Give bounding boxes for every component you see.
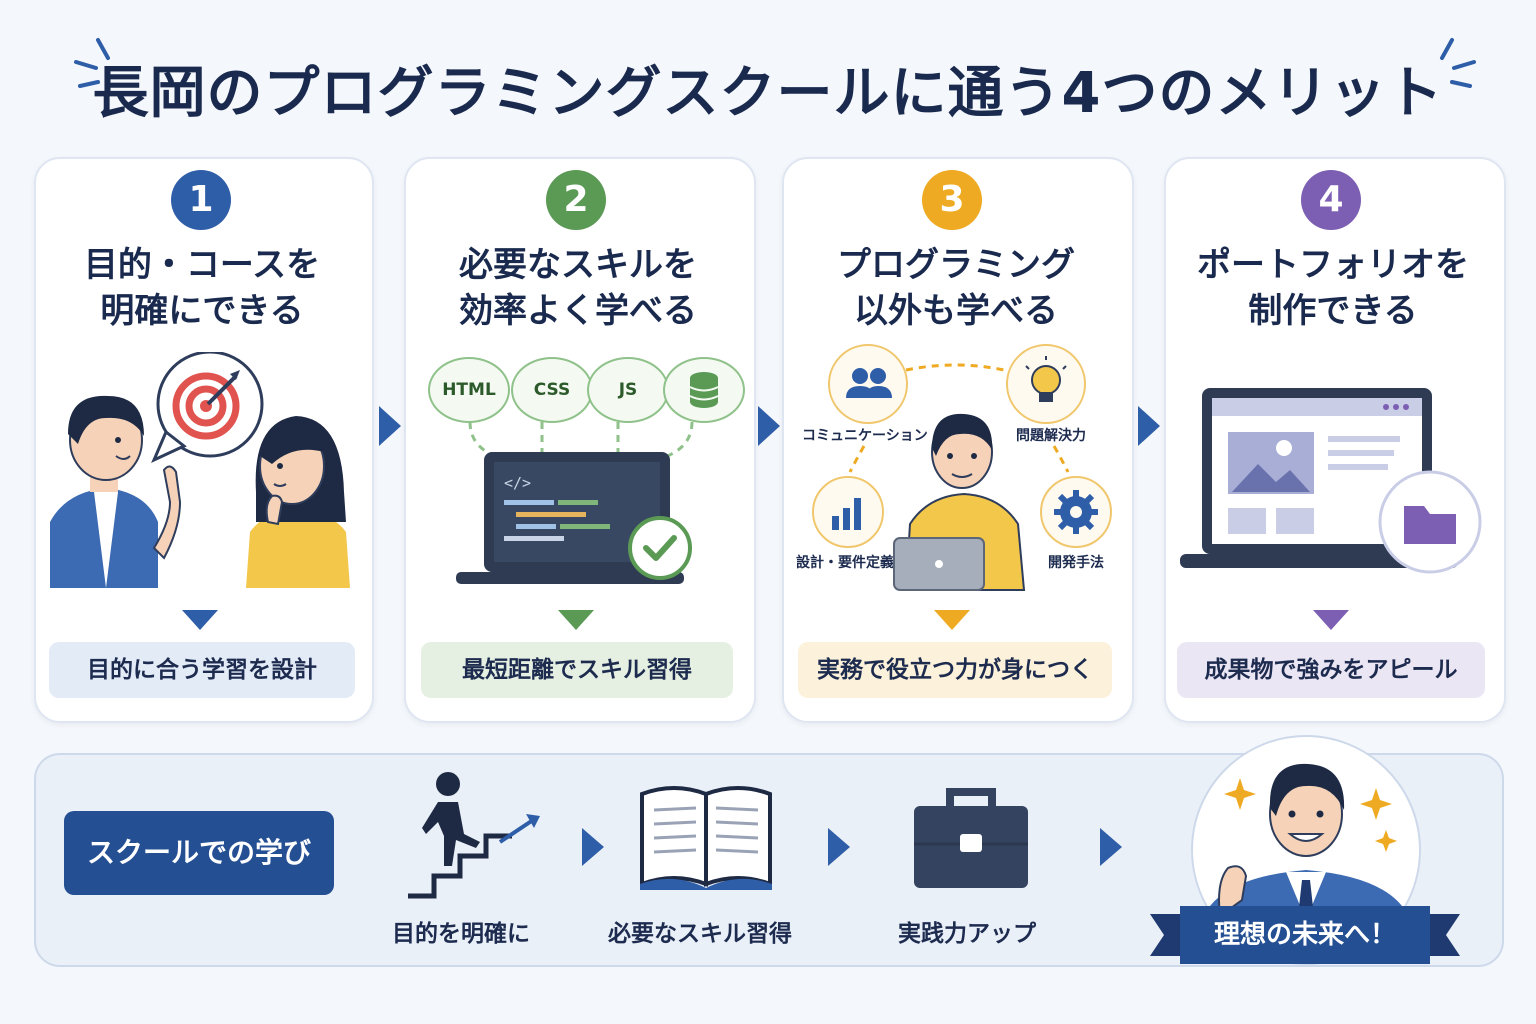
card-arrow-1 [379, 406, 401, 446]
goal-text: 理想の未来へ！ [1180, 906, 1430, 964]
person-at-laptop-illustration [893, 413, 1026, 591]
lightbulb-icon [1025, 356, 1067, 402]
skill-label-problem-solving: 問題解決力 [1016, 428, 1086, 444]
card-arrow-3 [1138, 406, 1160, 446]
card-2-number: 2 [546, 170, 606, 230]
card-1-caption: 目的に合う学習を設計 [49, 642, 355, 698]
card-3-caption: 実務で役立つ力が身につく [798, 642, 1112, 698]
code-tag-text: </> [504, 474, 531, 492]
card-4-title-line1: ポートフォリオを [1197, 245, 1469, 285]
card-4-down-arrow [1313, 610, 1349, 630]
step-label-2: 必要なスキル習得 [608, 921, 792, 947]
step-label-1: 目的を明確に [392, 921, 530, 947]
skill-pill-html: HTML [428, 357, 510, 423]
man-figure [50, 395, 182, 588]
people-icon [846, 368, 892, 398]
learning-badge: スクールでの学び [64, 811, 334, 895]
card-1-title-line1: 目的・コースを [83, 245, 321, 285]
skill-pill-js: JS [587, 357, 669, 423]
card-1-title-line2: 明確にできる [100, 291, 304, 331]
card-1-number: 1 [171, 170, 231, 230]
step-label-3: 実践力アップ [898, 921, 1036, 947]
bar-chart-icon [832, 498, 861, 530]
portfolio-laptop-illustration [1180, 388, 1482, 574]
gear-icon [1054, 490, 1098, 534]
speech-bubble-target-icon [151, 352, 264, 464]
goal-ribbon: 理想の未来へ！ [1150, 906, 1460, 968]
skill-label-design: 設計・要件定義 [796, 555, 894, 571]
dev-method-bubble [1040, 476, 1112, 548]
woman-figure [246, 416, 350, 588]
consultation-illustration [50, 352, 350, 588]
pill-connector-lines [468, 421, 694, 460]
card-4-number: 4 [1301, 170, 1361, 230]
card-4-title-line2: 制作できる [1248, 291, 1418, 331]
skill-label-communication: コミュニケーション [802, 428, 928, 444]
skill-label-dev-method: 開発手法 [1048, 555, 1104, 571]
card-4-caption: 成果物で強みをアピール [1177, 642, 1485, 698]
climbing-stairs-icon [408, 772, 540, 899]
laptop-code-icon: </> [456, 452, 692, 584]
card-3-title-line2: 以外も学べる [854, 291, 1058, 331]
skill-connector-arc [848, 363, 1070, 473]
card-arrow-2 [758, 406, 780, 446]
design-bubble [812, 476, 884, 548]
open-book-icon [640, 786, 772, 890]
flow-arrow-2 [828, 828, 850, 866]
flow-arrow-1 [582, 828, 604, 866]
communication-bubble [828, 344, 908, 424]
card-1-title: 目的・コースを 明確にできる [34, 242, 370, 334]
skill-pill-css: CSS [511, 357, 593, 423]
sparkle-right-icon [1440, 38, 1476, 88]
database-icon [689, 372, 719, 408]
card-3-down-arrow [934, 610, 970, 630]
card-3-title-line1: プログラミング [837, 245, 1075, 285]
card-1-down-arrow [182, 610, 218, 630]
skill-pill-database [663, 357, 745, 423]
card-2-title-line2: 効率よく学べる [459, 291, 697, 331]
page-title: 長岡のプログラミングスクールに通う4つのメリット [92, 61, 1444, 126]
card-4-title: ポートフォリオを 制作できる [1164, 242, 1502, 334]
card-3-title: プログラミング 以外も学べる [782, 242, 1130, 334]
sparkle-left-icon [74, 38, 110, 88]
card-2-caption: 最短距離でスキル習得 [421, 642, 733, 698]
card-2-down-arrow [558, 610, 594, 630]
problem-solving-bubble [1006, 344, 1086, 424]
card-2-title: 必要なスキルを 効率よく学べる [404, 242, 752, 334]
card-3-number: 3 [922, 170, 982, 230]
merit-card-2 [404, 157, 756, 723]
briefcase-icon [914, 788, 1028, 888]
card-2-title-line1: 必要なスキルを [459, 245, 697, 285]
flow-arrow-3 [1100, 828, 1122, 866]
